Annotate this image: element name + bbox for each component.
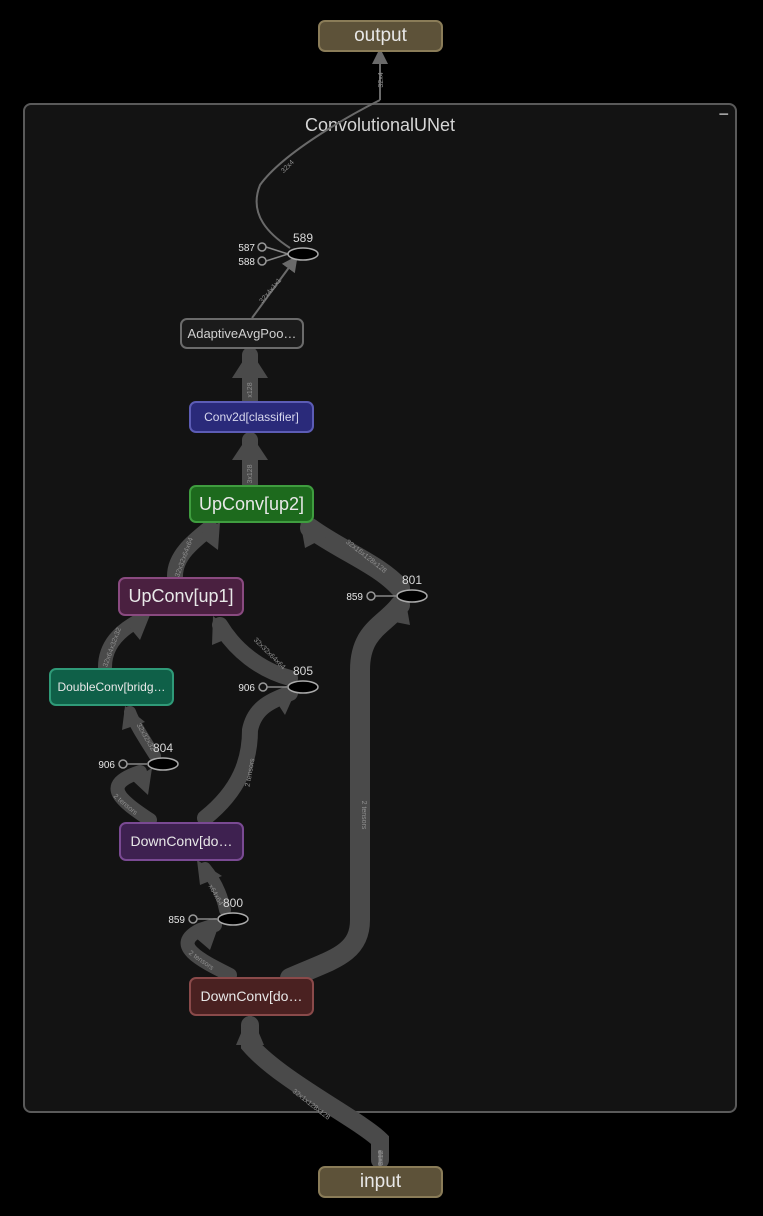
op-804-ellipse	[147, 757, 179, 771]
op-805-label: 805	[293, 664, 313, 678]
up2-node[interactable]: UpConv[up2]	[189, 485, 314, 523]
op-589-label: 589	[293, 231, 313, 245]
avgpool-label: AdaptiveAvgPoo…	[187, 326, 297, 341]
input-node[interactable]: input	[318, 1166, 443, 1198]
const-588-label: 588	[238, 257, 255, 268]
output-label: output	[354, 25, 407, 46]
op-804-label: 804	[153, 741, 173, 755]
up2-label: UpConv[up2]	[198, 494, 305, 514]
up1-node[interactable]: UpConv[up1]	[118, 577, 244, 616]
down2-node[interactable]: DownConv[do…	[119, 822, 244, 861]
edge-label-up2: 3x128	[247, 464, 254, 483]
edge-avgpool-589	[251, 255, 298, 319]
edge-input-down1	[241, 1016, 389, 1169]
const-587-label: 587	[238, 243, 255, 254]
const-906b-label: 906	[98, 760, 115, 771]
edge-down2-804	[110, 765, 157, 827]
classifier-node[interactable]: Conv2d[classifier]	[189, 401, 314, 433]
classifier-label: Conv2d[classifier]	[204, 410, 299, 424]
edge-down2-805	[197, 685, 298, 826]
op-800-label: 800	[223, 896, 243, 910]
const-587-dot	[257, 242, 267, 252]
edge-label-pool: 32x4x1x1	[259, 277, 284, 305]
avgpool-node[interactable]: AdaptiveAvgPoo…	[180, 318, 304, 349]
op-589-ellipse	[287, 247, 319, 261]
const-859b-label: 859	[168, 915, 185, 926]
bridge-node[interactable]: DoubleConv[bridg…	[49, 668, 174, 706]
down1-node[interactable]: DownConv[do…	[189, 977, 314, 1016]
input-label: input	[359, 1171, 402, 1192]
edge-label-in2: 3x12	[378, 1150, 385, 1165]
output-node[interactable]: output	[318, 20, 443, 52]
down2-label: DownConv[do…	[130, 833, 233, 849]
const-859a-label: 859	[346, 592, 363, 603]
op-805-ellipse	[287, 680, 319, 694]
edge-label-cls: x128	[247, 382, 254, 397]
edge-down1-800	[180, 918, 237, 982]
collapse-icon[interactable]: −	[718, 104, 729, 124]
const-859a-dot	[366, 591, 376, 601]
op-800-ellipse	[217, 912, 249, 926]
edge-589-output	[255, 99, 381, 249]
const-859b-dot	[188, 914, 198, 924]
up1-label: UpConv[up1]	[128, 586, 234, 606]
const-906a-label: 906	[238, 683, 255, 694]
const-906b-dot	[118, 759, 128, 769]
edge-label-out: 32x4	[378, 72, 385, 87]
const-906a-dot	[258, 682, 268, 692]
down1-label: DownConv[do…	[200, 988, 303, 1004]
op-801-label: 801	[402, 573, 422, 587]
op-801-ellipse	[396, 589, 428, 603]
bridge-label: DoubleConv[bridg…	[57, 680, 166, 694]
edge-label-long: 2 tensors	[360, 801, 367, 830]
const-588-dot	[257, 256, 267, 266]
edge-down1-801	[280, 595, 410, 988]
edge-label-805b: 2 tensors	[245, 757, 257, 787]
